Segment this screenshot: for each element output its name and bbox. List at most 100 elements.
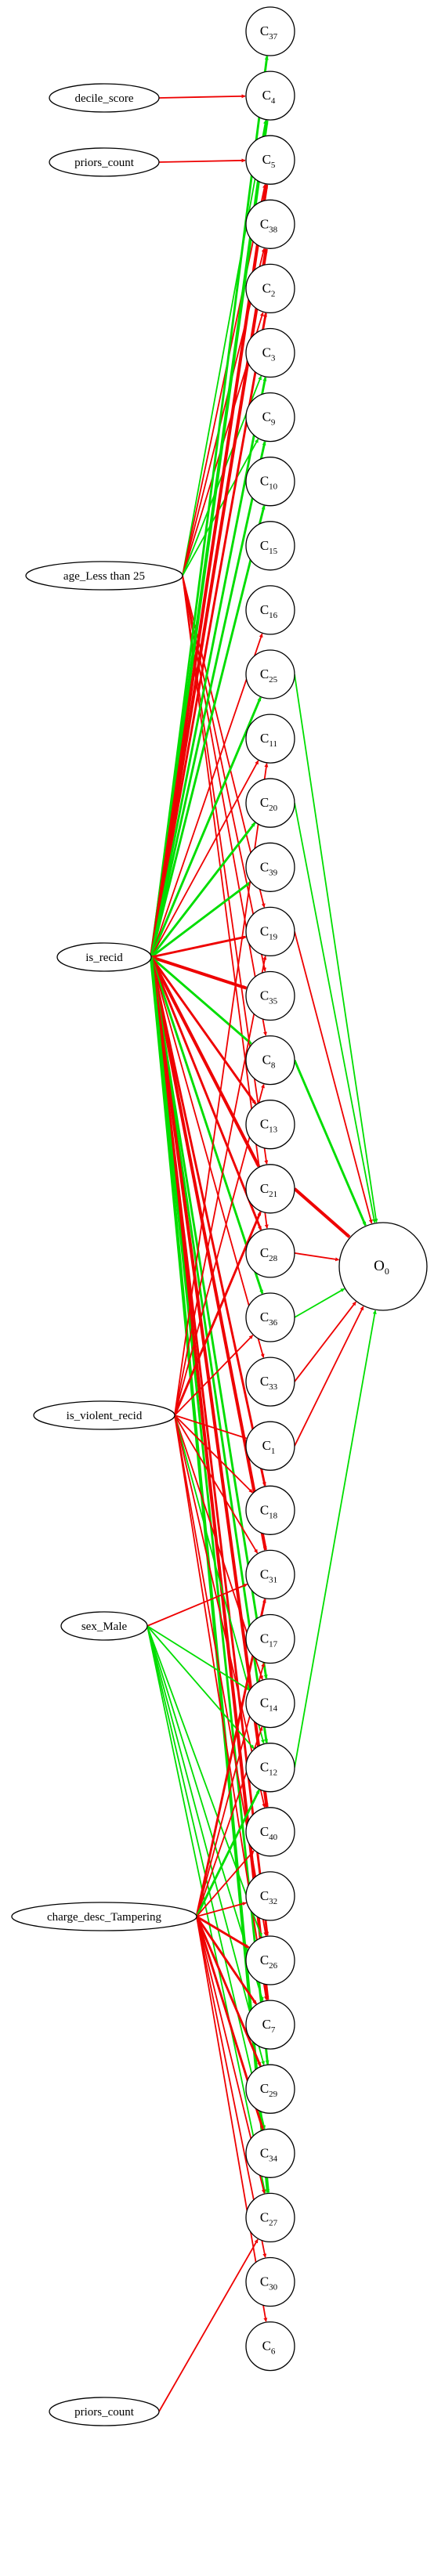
edge-in_is_recid-to-C10 bbox=[150, 505, 266, 958]
input-node-shape bbox=[60, 1611, 148, 1641]
hidden-node-label-base: C bbox=[262, 152, 271, 167]
hidden-node-C40: C40 bbox=[245, 1807, 295, 1857]
hidden-node-shape bbox=[245, 778, 295, 828]
hidden-node-C35: C35 bbox=[245, 970, 295, 1021]
hidden-node-label-subscript: 36 bbox=[269, 1318, 278, 1328]
hidden-node-label-base: C bbox=[262, 2017, 271, 2032]
hidden-node-label-subscript: 15 bbox=[269, 547, 278, 556]
hidden-node-label: C3 bbox=[262, 345, 276, 363]
edge-in_is_violent_recid-to-C21 bbox=[173, 1211, 262, 1416]
hidden-node-label-base: C bbox=[260, 2081, 269, 2096]
input-node-label: charge_desc_Tampering bbox=[47, 1911, 162, 1924]
edge-in_charge_tampering-to-C32 bbox=[196, 1902, 247, 1917]
hidden-node-shape bbox=[245, 649, 295, 699]
hidden-node-C14: C14 bbox=[245, 1678, 295, 1729]
edge-in_is_violent_recid-to-C40 bbox=[174, 1414, 266, 1808]
hidden-node-label: C12 bbox=[260, 1760, 277, 1778]
hidden-node-C11: C11 bbox=[245, 714, 295, 764]
hidden-node-C18: C18 bbox=[245, 1485, 295, 1535]
hidden-node-label-subscript: 31 bbox=[269, 1575, 277, 1584]
hidden-node-label-base: C bbox=[260, 1566, 269, 1581]
hidden-node-shape bbox=[245, 2256, 295, 2307]
hidden-node-label-base: C bbox=[260, 988, 269, 1003]
edge-in_is_recid-to-C5 bbox=[150, 184, 269, 958]
hidden-node-label-subscript: 34 bbox=[269, 2154, 278, 2163]
input-node-in_age_lt25: age_Less than 25 bbox=[25, 561, 183, 591]
hidden-node-C31: C31 bbox=[245, 1549, 295, 1600]
hidden-node-shape bbox=[245, 2128, 295, 2178]
hidden-node-label: C10 bbox=[260, 474, 278, 492]
hidden-node-shape bbox=[245, 2000, 295, 2050]
hidden-node-label-base: C bbox=[262, 280, 271, 295]
hidden-node-C21: C21 bbox=[245, 1164, 295, 1214]
input-node-label: is_violent_recid bbox=[67, 1410, 143, 1422]
hidden-node-label: C1 bbox=[262, 1438, 276, 1456]
hidden-node-shape bbox=[245, 970, 295, 1021]
hidden-node-label-subscript: 17 bbox=[269, 1640, 278, 1649]
edge-in_is_violent_recid-to-C18 bbox=[174, 1414, 253, 1494]
edge-in_charge_tampering-to-C26 bbox=[196, 1915, 250, 1949]
edge-in_age_lt25-to-C4 bbox=[182, 120, 267, 576]
hidden-node-label-base: C bbox=[260, 602, 269, 617]
hidden-node-label-base: C bbox=[260, 1374, 269, 1389]
hidden-node-label: C7 bbox=[262, 2017, 276, 2035]
input-node-in_sex_male: sex_Male bbox=[60, 1611, 148, 1641]
hidden-node-label-base: C bbox=[262, 1438, 271, 1453]
hidden-node-shape bbox=[245, 1678, 295, 1729]
hidden-node-label: C11 bbox=[260, 731, 277, 749]
hidden-node-label: C27 bbox=[260, 2209, 278, 2227]
input-node-in_charge_tampering: charge_desc_Tampering bbox=[11, 1902, 197, 1931]
edge-C21-to-O0 bbox=[293, 1187, 351, 1238]
input-node-label: is_recid bbox=[85, 952, 123, 964]
hidden-node-label-base: C bbox=[260, 923, 269, 938]
edge-in_charge_tampering-to-C12 bbox=[195, 1789, 261, 1917]
hidden-node-label-base: C bbox=[260, 2145, 269, 2160]
edge-C28-to-O0 bbox=[294, 1252, 340, 1262]
edge-in_charge_tampering-to-C40 bbox=[196, 1850, 255, 1917]
hidden-node-C17: C17 bbox=[245, 1613, 295, 1664]
hidden-node-label: C9 bbox=[262, 410, 276, 428]
hidden-node-shape bbox=[245, 2192, 295, 2243]
input-node-in_priors_count_bottom: priors_count bbox=[49, 2397, 160, 2426]
hidden-node-C37: C37 bbox=[245, 6, 295, 56]
edge-in_is_recid-to-C13 bbox=[150, 956, 257, 1105]
hidden-node-label-base: C bbox=[260, 859, 269, 874]
output-node-label: O0 bbox=[374, 1258, 389, 1277]
hidden-node-label-subscript: 39 bbox=[269, 868, 278, 877]
edge-C33-to-O0 bbox=[294, 1301, 356, 1382]
edge-in_is_violent_recid-to-C36 bbox=[174, 1335, 254, 1416]
hidden-node-label: C14 bbox=[260, 1696, 278, 1714]
input-node-shape bbox=[49, 147, 160, 177]
hidden-node-label-subscript: 26 bbox=[269, 1961, 278, 1971]
hidden-node-label-subscript: 10 bbox=[269, 482, 278, 492]
edge-in_is_recid-to-C36 bbox=[150, 956, 264, 1295]
hidden-node-shape bbox=[245, 1292, 295, 1342]
hidden-node-C4: C4 bbox=[245, 70, 295, 121]
hidden-node-C9: C9 bbox=[245, 392, 295, 443]
hidden-node-C32: C32 bbox=[245, 1871, 295, 1921]
hidden-node-label-subscript: 37 bbox=[269, 32, 278, 42]
edge-in_priors_count_bottom-to-C27 bbox=[158, 2238, 259, 2412]
hidden-node-shape bbox=[245, 6, 295, 56]
edge-in_is_violent_recid-to-C8 bbox=[174, 1084, 265, 1416]
output-node-label-subscript: 0 bbox=[385, 1266, 389, 1277]
edge-in_is_recid-to-C8 bbox=[150, 956, 252, 1045]
input-node-in_decile_score: decile_score bbox=[49, 83, 160, 113]
hidden-node-label: C34 bbox=[260, 2145, 278, 2163]
hidden-node-label: C13 bbox=[260, 1117, 278, 1135]
hidden-node-label-subscript: 33 bbox=[269, 1382, 278, 1392]
edge-in_priors_count_top-to-C5 bbox=[158, 158, 246, 163]
hidden-node-shape bbox=[245, 2064, 295, 2114]
input-node-label: priors_count bbox=[74, 157, 135, 169]
hidden-node-label-base: C bbox=[260, 1181, 269, 1196]
edge-in_is_recid-to-C25 bbox=[150, 696, 262, 958]
hidden-node-label: C16 bbox=[260, 602, 278, 620]
edge-in_sex_male-to-C27 bbox=[146, 1625, 267, 2194]
hidden-node-label-base: C bbox=[260, 667, 269, 681]
hidden-node-label-subscript: 13 bbox=[269, 1125, 278, 1135]
hidden-node-label-base: C bbox=[260, 1888, 269, 1903]
hidden-node-label-subscript: 21 bbox=[269, 1190, 277, 1199]
hidden-node-C27: C27 bbox=[245, 2192, 295, 2243]
edge-C20-to-O0 bbox=[294, 803, 376, 1223]
